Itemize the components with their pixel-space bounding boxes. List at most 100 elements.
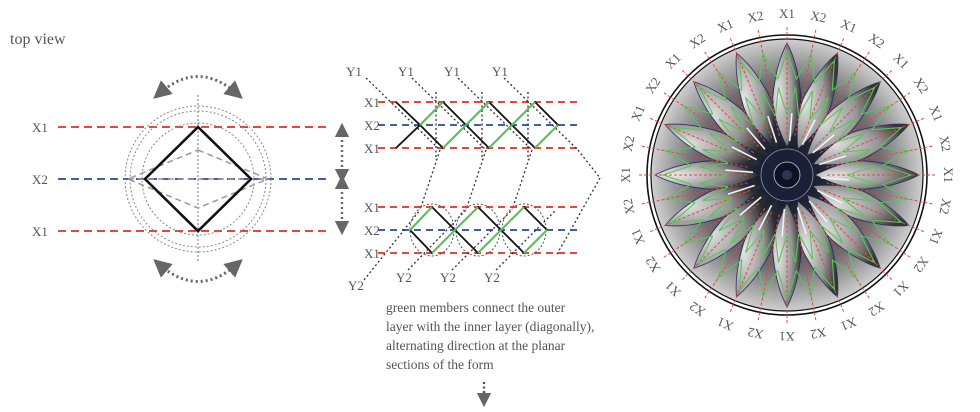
dome-ring-label: X1 xyxy=(715,314,735,334)
dome-green-member xyxy=(861,219,892,245)
dome-ring-label: X1 xyxy=(890,50,912,72)
dome-spine xyxy=(788,113,793,142)
dome-red-member xyxy=(757,214,780,321)
dome-green-member xyxy=(670,126,703,148)
dome-green-member xyxy=(702,186,732,202)
caption: green members connect the outer layer wi… xyxy=(386,298,594,374)
dome-green-member xyxy=(663,146,696,167)
dome-ring-label: X2 xyxy=(809,8,828,26)
dome-spine xyxy=(820,176,849,181)
caption-line-3: alternating direction at the planar xyxy=(386,338,566,353)
mid-bottom-zigzag-upper xyxy=(409,205,548,232)
dome-green-member xyxy=(871,126,904,148)
dome-green-member xyxy=(861,105,892,131)
dome-spine xyxy=(746,127,766,150)
dome-red-member xyxy=(641,182,748,205)
dome-green-member xyxy=(836,197,865,218)
label-x2: X2 xyxy=(32,172,48,187)
dome-ring-label: X2 xyxy=(642,254,663,276)
dome-green-member xyxy=(809,224,830,253)
dome-green-member xyxy=(698,86,727,115)
dome-spine xyxy=(739,196,762,216)
dome-ring-label: X1 xyxy=(779,329,795,344)
dome-green-member xyxy=(878,146,911,167)
dome-red-member xyxy=(819,92,911,154)
label-x1-top: X1 xyxy=(32,120,48,135)
dome-red-member xyxy=(650,189,751,233)
dome-ring-label: X2 xyxy=(620,197,638,216)
dome-red-member xyxy=(801,211,845,312)
dome-green-member xyxy=(847,86,876,115)
dome-green-member xyxy=(682,219,713,245)
dome-ring-label: X1 xyxy=(662,278,684,300)
dome-green-member xyxy=(845,174,875,188)
dome-green-member xyxy=(831,249,857,280)
dome-green-member xyxy=(795,266,816,299)
dome-green-member xyxy=(744,224,765,253)
dome-spine xyxy=(731,146,758,161)
dome-ring-label: X2 xyxy=(809,325,828,343)
dome-spine xyxy=(727,184,755,195)
dome-green-member xyxy=(814,259,836,292)
dome-ring-label: X1 xyxy=(839,314,859,334)
dome-red-member xyxy=(814,202,893,281)
mid-y1-label-4: Y1 xyxy=(492,64,508,79)
dome-green-member xyxy=(836,132,865,153)
dome-red-members xyxy=(639,27,935,323)
dome-green-member xyxy=(709,132,738,153)
mid-top-zigzag-lower xyxy=(395,123,536,150)
dome-ring-label: X2 xyxy=(686,30,708,51)
mid-y2-label-3: Y2 xyxy=(440,270,456,285)
mid-top-x1-label: X1 xyxy=(364,95,380,110)
dome-green-member xyxy=(829,207,856,232)
mid-y1-label-1: Y1 xyxy=(346,64,362,79)
dome-red-member xyxy=(814,69,893,148)
dome-center xyxy=(782,170,792,180)
dome-green-member xyxy=(819,106,844,133)
mid-bottom-x2-label: X2 xyxy=(364,223,380,238)
dome-green-member xyxy=(786,233,800,263)
dome-green-member xyxy=(814,58,836,91)
dome-green-member xyxy=(798,90,814,120)
dome-green-member xyxy=(699,174,729,188)
dome-ring-label: X1 xyxy=(628,103,648,123)
dome-red-member xyxy=(757,29,780,136)
dome-red-member xyxy=(650,117,751,161)
rotate-arrow-bottom xyxy=(153,259,243,283)
dome-ring-label: X2 xyxy=(937,197,955,216)
rotate-arrow-top xyxy=(153,75,243,99)
middle-diagram: Y1 Y1 Y1 Y1 X1 X2 X1 X1 X2 X1 Y2 Y2 Y2 Y… xyxy=(346,64,601,408)
dome-ring-label: X1 xyxy=(941,167,956,183)
dome-green-member xyxy=(718,118,745,143)
dome-green-member xyxy=(758,51,779,84)
dome-ring-label: X1 xyxy=(662,50,684,72)
dome-green-member xyxy=(831,70,857,101)
dome-red-member xyxy=(681,202,760,281)
dome-green-member xyxy=(738,259,760,292)
dome-spine xyxy=(725,169,754,174)
caption-line-4: sections of the form xyxy=(386,357,494,372)
dome-spine xyxy=(781,208,786,237)
dome-red-member xyxy=(826,145,933,168)
dome-green-member xyxy=(709,197,738,218)
dome-ring-label: X2 xyxy=(620,134,638,153)
dome-red-member xyxy=(663,92,755,154)
dome-green-member xyxy=(809,97,830,126)
dome-green-member xyxy=(842,186,872,202)
dome-green-member xyxy=(777,270,797,301)
mid-bottom-x1-label: X1 xyxy=(364,200,380,215)
dome-spine xyxy=(796,207,807,235)
page-title: top view xyxy=(10,31,66,48)
dome-ring-label: X2 xyxy=(866,30,888,51)
outer-circle xyxy=(124,105,272,253)
mid-y2-label-2: Y2 xyxy=(396,270,412,285)
dome-red-member xyxy=(729,38,773,139)
dome-green-member xyxy=(730,217,755,244)
dome-green-member xyxy=(730,106,755,133)
dome-ring-label: X1 xyxy=(926,103,946,123)
dome-green-member xyxy=(738,58,760,91)
dome-red-member xyxy=(794,214,817,321)
inner-diamond xyxy=(126,149,270,209)
